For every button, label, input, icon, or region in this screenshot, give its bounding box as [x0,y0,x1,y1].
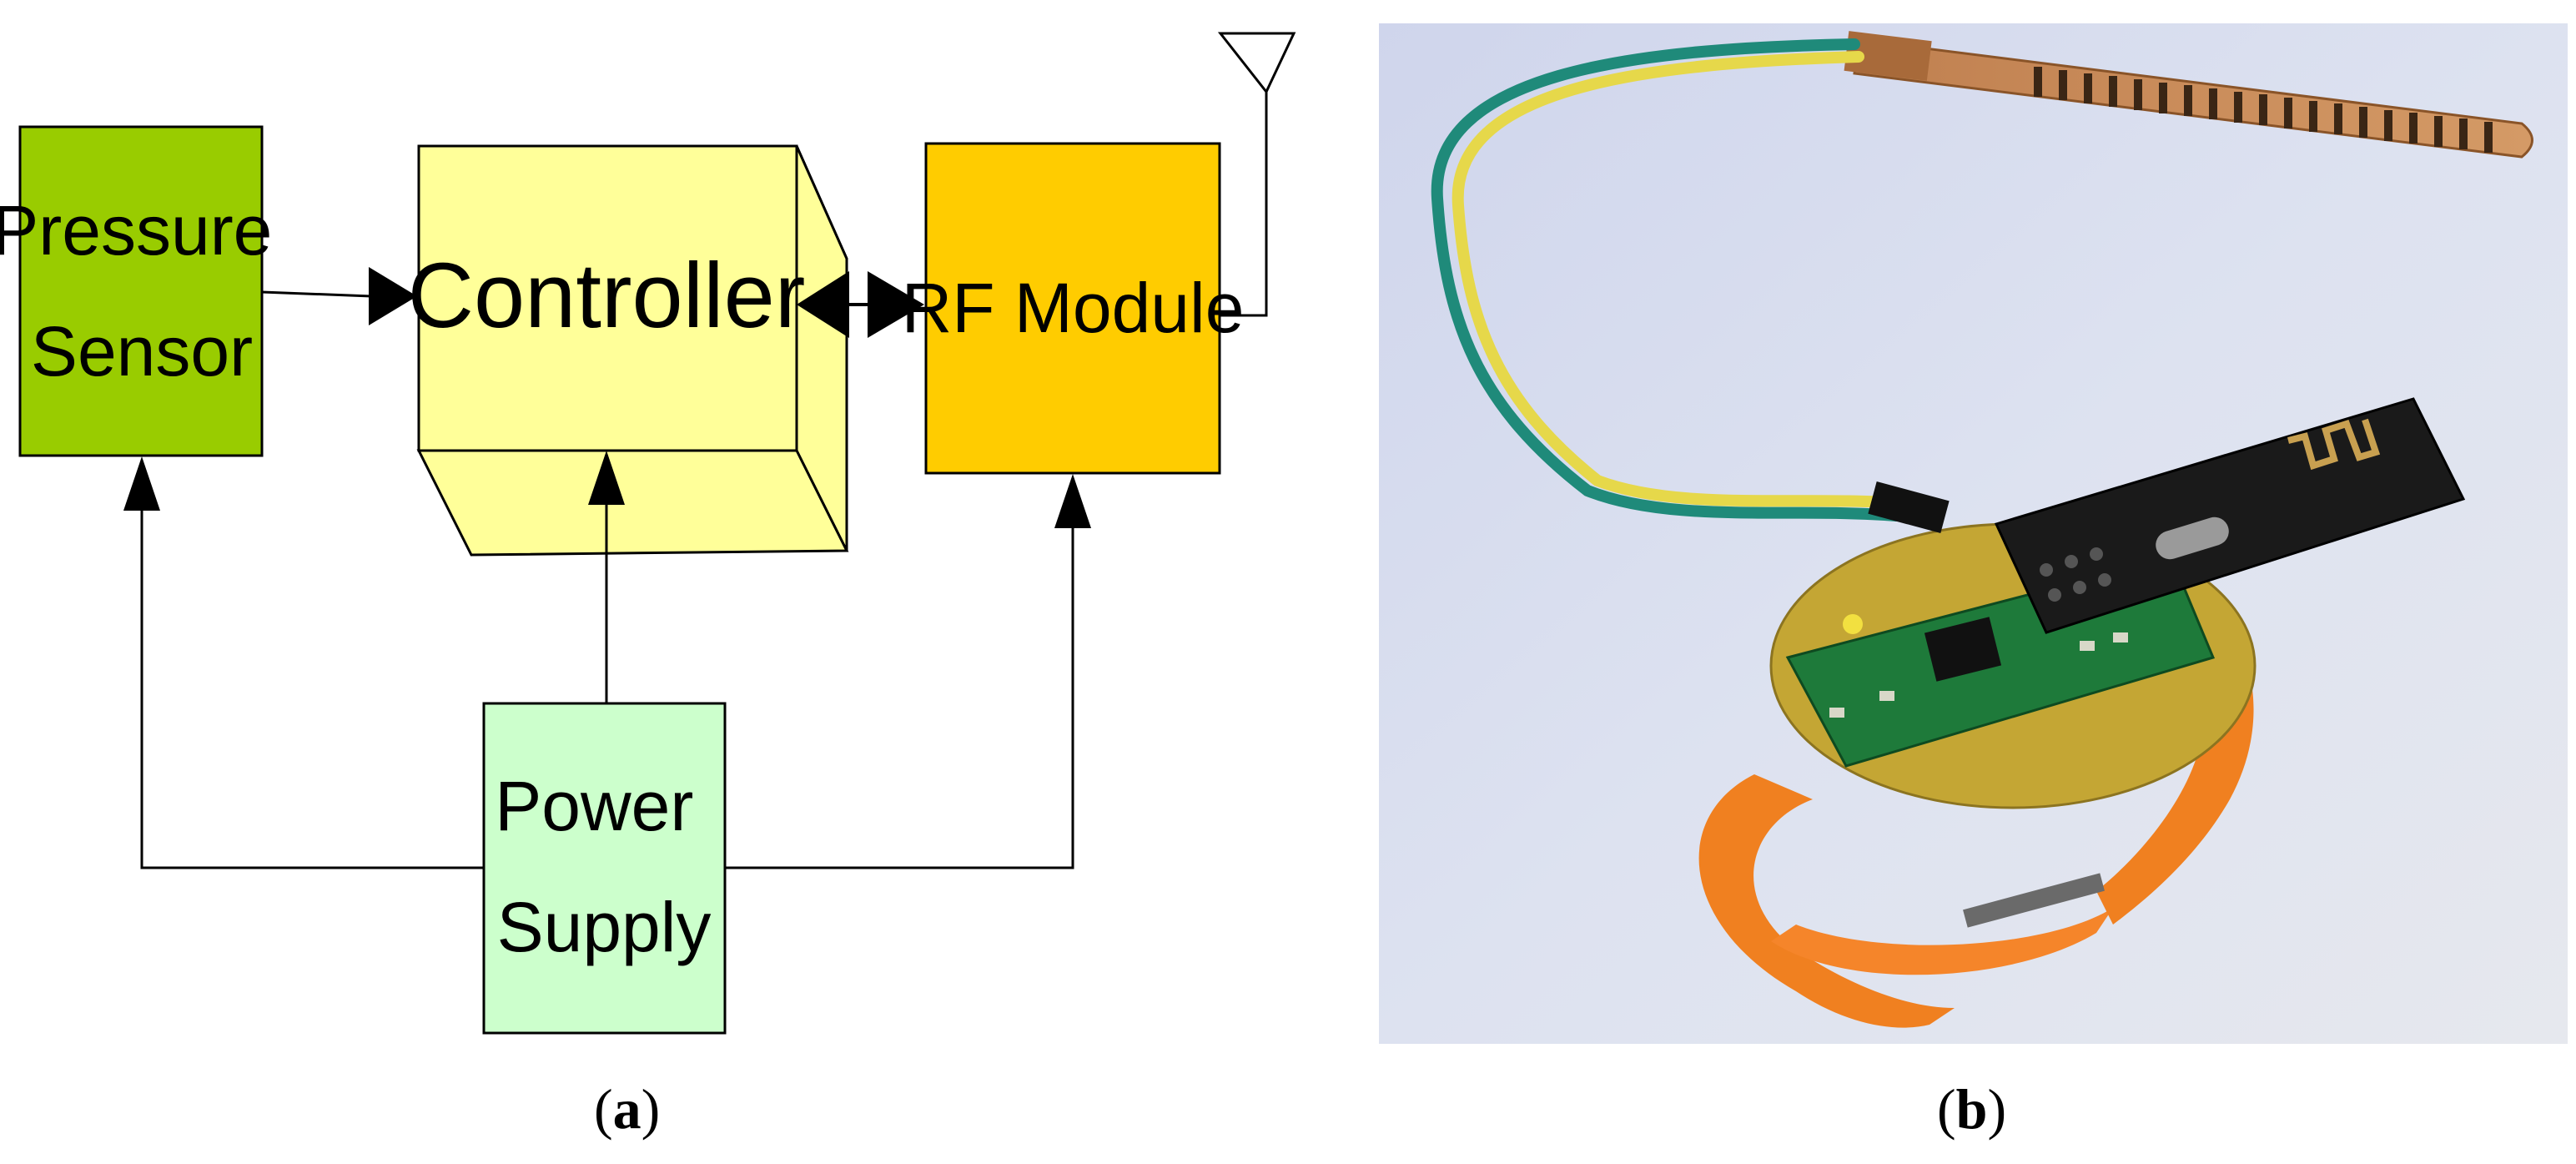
controller-rf-arrowhead-right [868,271,924,338]
rf-module-block [924,142,1221,475]
power-to-sensor-arrowhead [123,456,160,511]
caption-a-open: ( [594,1077,613,1141]
pressure-sensor-label-line2: Sensor [31,312,253,391]
pressure-sensor-block [18,125,264,457]
antenna-icon [1217,32,1296,317]
sensor-to-controller-arrowhead [369,267,417,325]
caption-a-close: ) [641,1077,661,1141]
power-supply-block [482,702,727,1035]
power-to-controller-arrowhead [588,451,625,505]
pressure-sensor-label-line1: Pressure [0,191,272,270]
yellow-green-wire-icon [1431,38,1906,522]
power-supply-label-line1: Power [495,767,693,845]
controller-rf-arrowhead-left [797,271,849,338]
caption-b: (b) [1937,1076,2006,1142]
device-photo [1379,23,2568,1044]
power-supply-label-line2: Supply [497,888,712,966]
flex-pressure-sensor-strip-icon [1844,31,2533,159]
caption-b-open: ( [1937,1077,1956,1141]
rf-transceiver-module-icon [1868,397,2466,634]
caption-b-close: ) [1987,1077,2007,1141]
sensor-to-controller-line [261,290,372,298]
caption-a: (a) [594,1076,660,1142]
rf-module-label: RF Module [902,269,1245,347]
power-to-rf-arrowhead [1054,474,1091,528]
power-to-sensor-line [140,509,484,869]
power-to-rf-line [725,526,1074,869]
controller-block [416,144,849,557]
controller-label: Controller [408,244,806,347]
svg-text:Pressure Sensor: Pressure Sensor [0,191,292,391]
caption-a-letter: a [612,1077,641,1141]
block-diagram: Pressure Sensor Controller RF Module Pow… [0,32,1296,1035]
svg-text:Power Supply: Power Supply [495,767,712,966]
caption-b-letter: b [1955,1077,1988,1141]
